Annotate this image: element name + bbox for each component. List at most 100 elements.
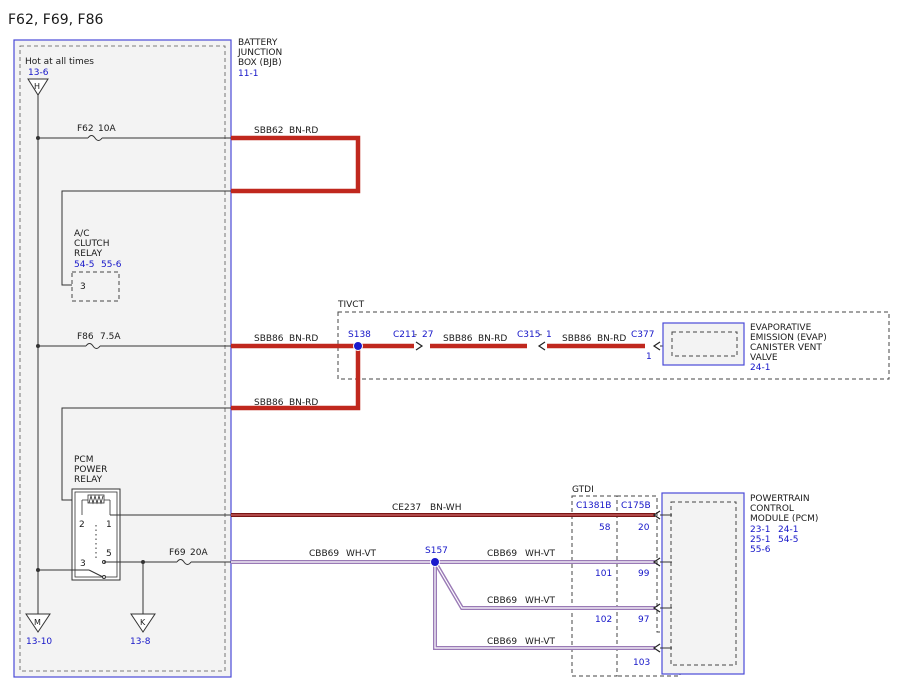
evap-label: EVAPORATIVE EMISSION (EVAP) CANISTER VEN… <box>750 323 827 373</box>
svg-text:97[interactable]: 97 <box>638 615 649 625</box>
svg-text:CBB69: CBB69 <box>309 549 339 559</box>
svg-text:C377[interactable]: C377 <box>631 330 654 340</box>
ground-connector-k-icon: K <box>130 613 156 633</box>
svg-text:BOX (BJB): BOX (BJB) <box>238 58 282 68</box>
svg-text:C175B[interactable]: C175B <box>621 501 651 511</box>
power-connector-h-icon: H <box>27 78 49 96</box>
svg-text:1[interactable]: 1 <box>546 330 552 340</box>
svg-text:RELAY: RELAY <box>74 475 103 485</box>
fuse-f69-icon <box>176 559 192 565</box>
svg-text:SBB86: SBB86 <box>562 334 592 344</box>
evap-inner-outline <box>671 331 738 357</box>
svg-text:EVAPORATIVE: EVAPORATIVE <box>750 323 812 333</box>
svg-text:BN-RD: BN-RD <box>478 334 507 344</box>
fuse-f62-rating: 10A <box>98 124 116 134</box>
svg-text:C211[interactable]: C211 <box>393 330 416 340</box>
svg-text:CBB69: CBB69 <box>487 549 517 559</box>
svg-text:POWER: POWER <box>74 465 107 475</box>
svg-text:102[interactable]: 102 <box>595 615 612 625</box>
svg-text:99[interactable]: 99 <box>638 569 650 579</box>
svg-text:103[interactable]: 103 <box>633 658 650 668</box>
connector-c211[interactable]: C211 - 27 <box>393 330 433 351</box>
evap-canister-vent-valve[interactable] <box>662 322 745 366</box>
diagram-title: F62, F69, F86 <box>8 12 103 28</box>
evap-ref[interactable]: 24-1 <box>750 363 770 373</box>
svg-text:JUNCTION: JUNCTION <box>237 48 282 58</box>
svg-text:POWERTRAIN: POWERTRAIN <box>750 494 810 504</box>
svg-text:SBB86: SBB86 <box>443 334 473 344</box>
svg-text:101[interactable]: 101 <box>595 569 612 579</box>
hot-at-all-times-label: Hot at all times <box>25 57 94 67</box>
splice-s157-label[interactable]: S157 <box>425 546 448 556</box>
bjb-box <box>13 39 232 678</box>
ac-relay-ref-2[interactable]: 55-6 <box>101 260 122 270</box>
svg-text:WH-VT: WH-VT <box>346 549 377 559</box>
svg-text:CANISTER VENT: CANISTER VENT <box>750 343 822 353</box>
connector-c377-icon <box>652 341 661 351</box>
svg-text:BN-WH: BN-WH <box>430 503 461 513</box>
svg-text:5: 5 <box>106 549 112 559</box>
svg-text:25-1[interactable]: 25-1 <box>750 535 770 545</box>
splice-s138-label[interactable]: S138 <box>348 330 371 340</box>
svg-text:54-5[interactable]: 54-5 <box>778 535 798 545</box>
svg-text:24-1[interactable]: 24-1 <box>778 525 798 535</box>
connector-c175b-outline <box>617 495 681 677</box>
svg-text:-: - <box>539 330 542 340</box>
bjb-ref[interactable]: 11-1 <box>238 69 258 79</box>
svg-text:55-6[interactable]: 55-6 <box>750 545 771 555</box>
relay-switch-icon <box>88 569 104 578</box>
ac-relay-ref-1[interactable]: 54-5 <box>74 260 94 270</box>
hot-ref[interactable]: 13-6 <box>28 68 49 78</box>
svg-text:RELAY: RELAY <box>74 249 103 259</box>
svg-text:M: M <box>34 618 41 627</box>
ac-clutch-relay: A/C CLUTCH RELAY 54-5 55-6 3 <box>71 229 122 302</box>
splice-s138[interactable] <box>353 341 363 351</box>
svg-text:CE237: CE237 <box>392 503 421 513</box>
connector-c175b[interactable]: C175B 20 99 97 103 <box>621 501 651 668</box>
connector-c315[interactable]: C315 - 1 <box>517 330 552 351</box>
wire-cbb69-s157-pcm97[interactable] <box>433 560 655 610</box>
fuse-f69-rating: 20A <box>190 548 208 558</box>
fuse-f62-icon <box>87 135 103 141</box>
svg-text:WH-VT: WH-VT <box>525 596 556 606</box>
wire-sbb62[interactable] <box>231 135 361 194</box>
svg-text:BATTERY: BATTERY <box>238 38 278 48</box>
pcm-module[interactable] <box>661 492 745 675</box>
svg-text:SBB86: SBB86 <box>254 334 284 344</box>
svg-text:PCM: PCM <box>74 455 93 465</box>
pcm-label: POWERTRAIN CONTROL MODULE (PCM) 23-1 24-… <box>750 494 818 555</box>
svg-text:A/C: A/C <box>74 229 89 239</box>
svg-text:20[interactable]: 20 <box>638 523 650 533</box>
svg-text:C1381B[interactable]: C1381B <box>576 501 611 511</box>
ground-m-ref[interactable]: 13-10 <box>26 637 52 647</box>
svg-text:C315[interactable]: C315 <box>517 330 540 340</box>
connector-c211-icon <box>415 341 424 351</box>
gtdi-label: GTDI <box>572 485 594 495</box>
svg-text:CBB69: CBB69 <box>487 596 517 606</box>
svg-text:1[interactable]: 1 <box>646 352 652 362</box>
ac-relay-pin: 3 <box>80 282 86 292</box>
connector-c1381b[interactable]: C1381B 58 101 102 <box>576 501 612 625</box>
svg-text:3: 3 <box>80 559 86 569</box>
svg-text:27[interactable]: 27 <box>422 330 433 340</box>
svg-text:23-1[interactable]: 23-1 <box>750 525 770 535</box>
pcm-pin-arrows <box>652 510 672 653</box>
ground-connector-m-icon: M <box>25 613 51 633</box>
fuse-f69-name: F69 <box>169 548 186 558</box>
svg-text:BN-RD: BN-RD <box>289 334 318 344</box>
svg-text:CLUTCH: CLUTCH <box>74 239 109 249</box>
svg-text:58[interactable]: 58 <box>599 523 611 533</box>
ac-relay-box <box>71 271 120 302</box>
svg-text:2: 2 <box>79 520 85 530</box>
ground-k-ref[interactable]: 13-8 <box>130 637 151 647</box>
svg-text:BN-RD: BN-RD <box>597 334 626 344</box>
power-connector-letter: H <box>34 82 40 91</box>
svg-text:EMISSION (EVAP): EMISSION (EVAP) <box>750 333 827 343</box>
wire-sbb86-return[interactable] <box>231 346 361 411</box>
svg-text:MODULE (PCM): MODULE (PCM) <box>750 514 818 524</box>
wire-cbb69-s157-pcm103[interactable] <box>433 562 655 650</box>
svg-text:CBB69: CBB69 <box>487 637 517 647</box>
splice-s157[interactable] <box>430 557 440 567</box>
svg-text:WH-VT: WH-VT <box>525 637 556 647</box>
